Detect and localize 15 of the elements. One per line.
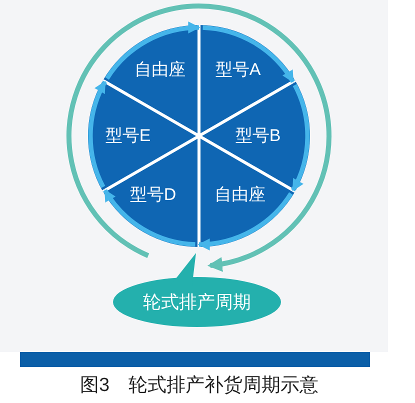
callout-bubble xyxy=(112,252,282,328)
figure-caption: 图3 轮式排产补货周期示意 xyxy=(80,374,319,398)
node-label: 型号A xyxy=(215,60,261,80)
node-label: 型号B xyxy=(235,126,281,146)
flow-arrow xyxy=(198,192,293,250)
flow-arrow xyxy=(290,84,310,192)
node-label: 自由座 xyxy=(134,60,186,80)
flow-arrow xyxy=(103,189,196,247)
node-label: 型号D xyxy=(130,185,176,205)
node-label: 轮式排产周期 xyxy=(143,291,251,313)
node-label: 自由座 xyxy=(214,185,266,205)
node-label: 型号E xyxy=(105,126,151,146)
flow-arrow xyxy=(202,25,295,83)
flow-arrow xyxy=(88,80,108,188)
flow-arrow xyxy=(105,22,200,80)
